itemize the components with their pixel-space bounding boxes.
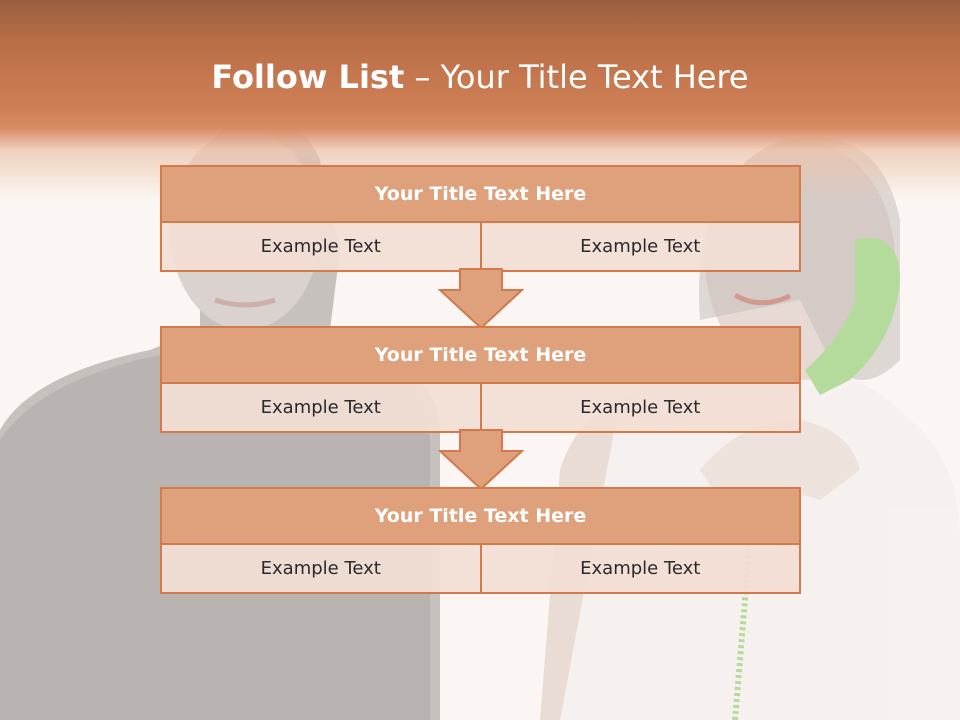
step-title: Your Title Text Here xyxy=(162,328,799,384)
step-cell-right: Example Text xyxy=(479,545,799,592)
step-cell-left: Example Text xyxy=(162,384,480,431)
step-row: Example Text Example Text xyxy=(162,384,799,431)
step-cell-left: Example Text xyxy=(162,545,480,592)
step-title: Your Title Text Here xyxy=(162,489,799,545)
slide-title-rest: – Your Title Text Here xyxy=(414,58,749,96)
flow-step-1: Your Title Text Here Example Text Exampl… xyxy=(160,165,801,272)
step-cell-left: Example Text xyxy=(162,223,480,270)
step-row: Example Text Example Text xyxy=(162,223,799,270)
slide-title: Follow List – Your Title Text Here xyxy=(0,52,960,102)
step-cell-right: Example Text xyxy=(479,223,799,270)
down-arrow-icon xyxy=(438,268,524,330)
down-arrow-icon xyxy=(438,429,524,491)
step-row: Example Text Example Text xyxy=(162,545,799,592)
slide-title-bold: Follow List xyxy=(211,58,405,96)
flow-step-2: Your Title Text Here Example Text Exampl… xyxy=(160,326,801,433)
step-cell-right: Example Text xyxy=(479,384,799,431)
step-title: Your Title Text Here xyxy=(162,167,799,223)
flow-step-3: Your Title Text Here Example Text Exampl… xyxy=(160,487,801,594)
